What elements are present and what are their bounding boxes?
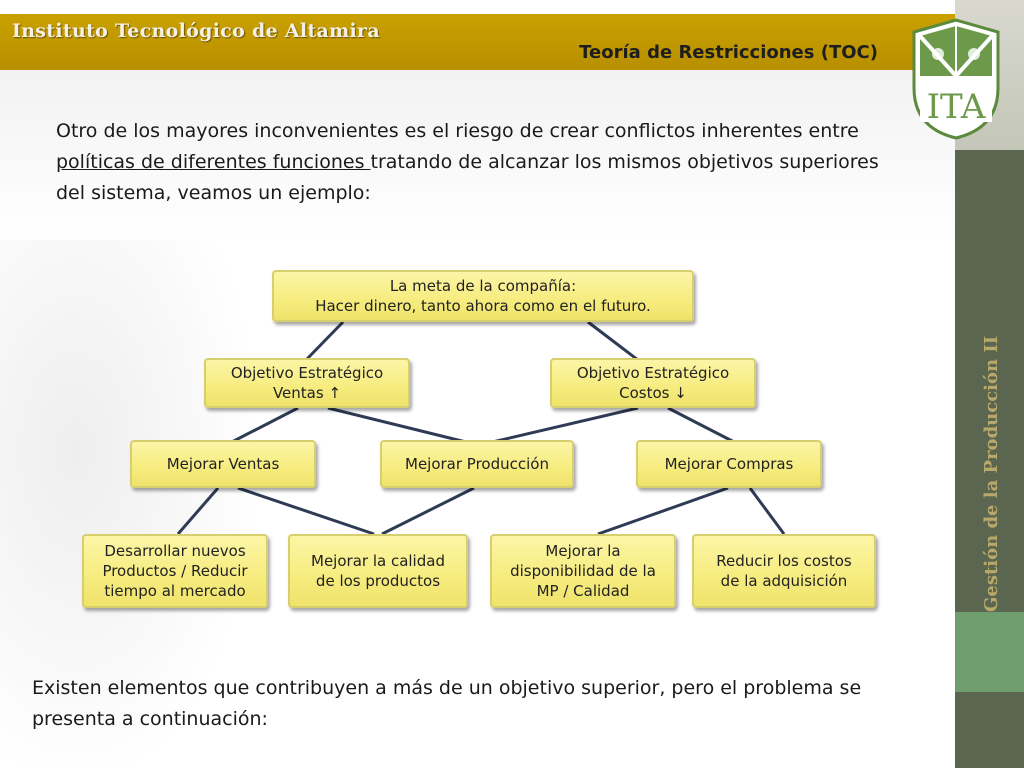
action-3-line-3: MP / Calidad [536,582,630,600]
improve-purchases-label: Mejorar Compras [664,455,794,473]
connector-improve-sales-action-2 [237,486,375,536]
connector-goal-objective-2 [587,320,639,362]
improve-sales-label: Mejorar Ventas [166,455,280,473]
action-4-line-2: de la adquisición [720,572,848,590]
improve-purchases-node: Mejorar Compras [636,440,822,488]
logo-text: ITA [927,87,986,127]
action-4-line-1: Reducir los costos [716,552,852,570]
slide-subtitle: Teoría de Restricciones (TOC) [579,42,878,63]
intro-text-underlined: políticas de diferentes funciones [56,151,371,173]
connector-improve-sales-action-1 [176,487,220,535]
action-1-line-1: Desarrollar nuevos [104,542,246,560]
intro-text-start: Otro de los mayores inconvenientes es el… [56,120,859,142]
sidebar-accent [955,612,1024,692]
action-quality-node: Mejorar la calidad de los productos [288,534,468,608]
background-texture [0,240,250,768]
improve-production-node: Mejorar Producción [380,440,574,488]
closing-paragraph: Existen elementos que contribuyen a más … [32,677,862,730]
goal-line-1: La meta de la compañía: [389,277,577,295]
top-background [0,70,955,240]
connector-objective-2-improve-production [483,406,639,446]
action-1-line-2: Productos / Reducir [102,562,248,580]
improve-sales-node: Mejorar Ventas [130,440,316,488]
connector-improve-purchases-action-3 [597,486,729,536]
action-availability-node: Mejorar la disponibilidad de la MP / Calid… [490,534,676,608]
action-1-line-3: tiempo al mercado [104,582,246,600]
connector-objective-2-improve-purchases [667,406,739,446]
connector-goal-objective-1 [304,320,345,362]
connector-lines [176,320,786,536]
connector-improve-purchases-action-4 [748,487,786,535]
action-2-line-1: Mejorar la calidad [311,552,445,570]
objectives-tree-diagram: La meta de la compañía: Hacer dinero, tan… [78,262,888,622]
action-3-line-2: disponibilidad de la [510,562,656,580]
institute-title: Instituto Tecnológico de Altamira [12,20,380,42]
sidebar-label: Gestión de la Producción II [972,336,1024,612]
connector-objective-1-improve-sales [227,406,299,446]
intro-paragraph: Otro de los mayores inconvenientes es el… [56,116,906,209]
objective-sales-line-2: Ventas ↑ [272,384,342,402]
action-reduce-costs-node: Reducir los costos de la adquisición [692,534,876,608]
objective-costs-line-2: Costos ↓ [619,384,687,402]
ita-logo-icon: ITA [912,18,1000,140]
improve-production-label: Mejorar Producción [405,455,549,473]
action-3-line-1: Mejorar la [545,542,621,560]
connector-improve-production-action-2 [381,486,475,536]
action-2-line-2: de los productos [315,572,441,590]
objective-costs-line-1: Objetivo Estratégico [576,364,730,382]
goal-node: La meta de la compañía: Hacer dinero, tan… [272,270,694,322]
objective-sales-line-1: Objetivo Estratégico [230,364,384,382]
connector-objective-1-improve-production [327,406,475,446]
intro-text-end: tratando de alcanzar los mismos objetivo… [56,151,879,204]
header-bar [0,14,955,70]
goal-line-2: Hacer dinero, tanto ahora como en el fut… [315,297,651,315]
